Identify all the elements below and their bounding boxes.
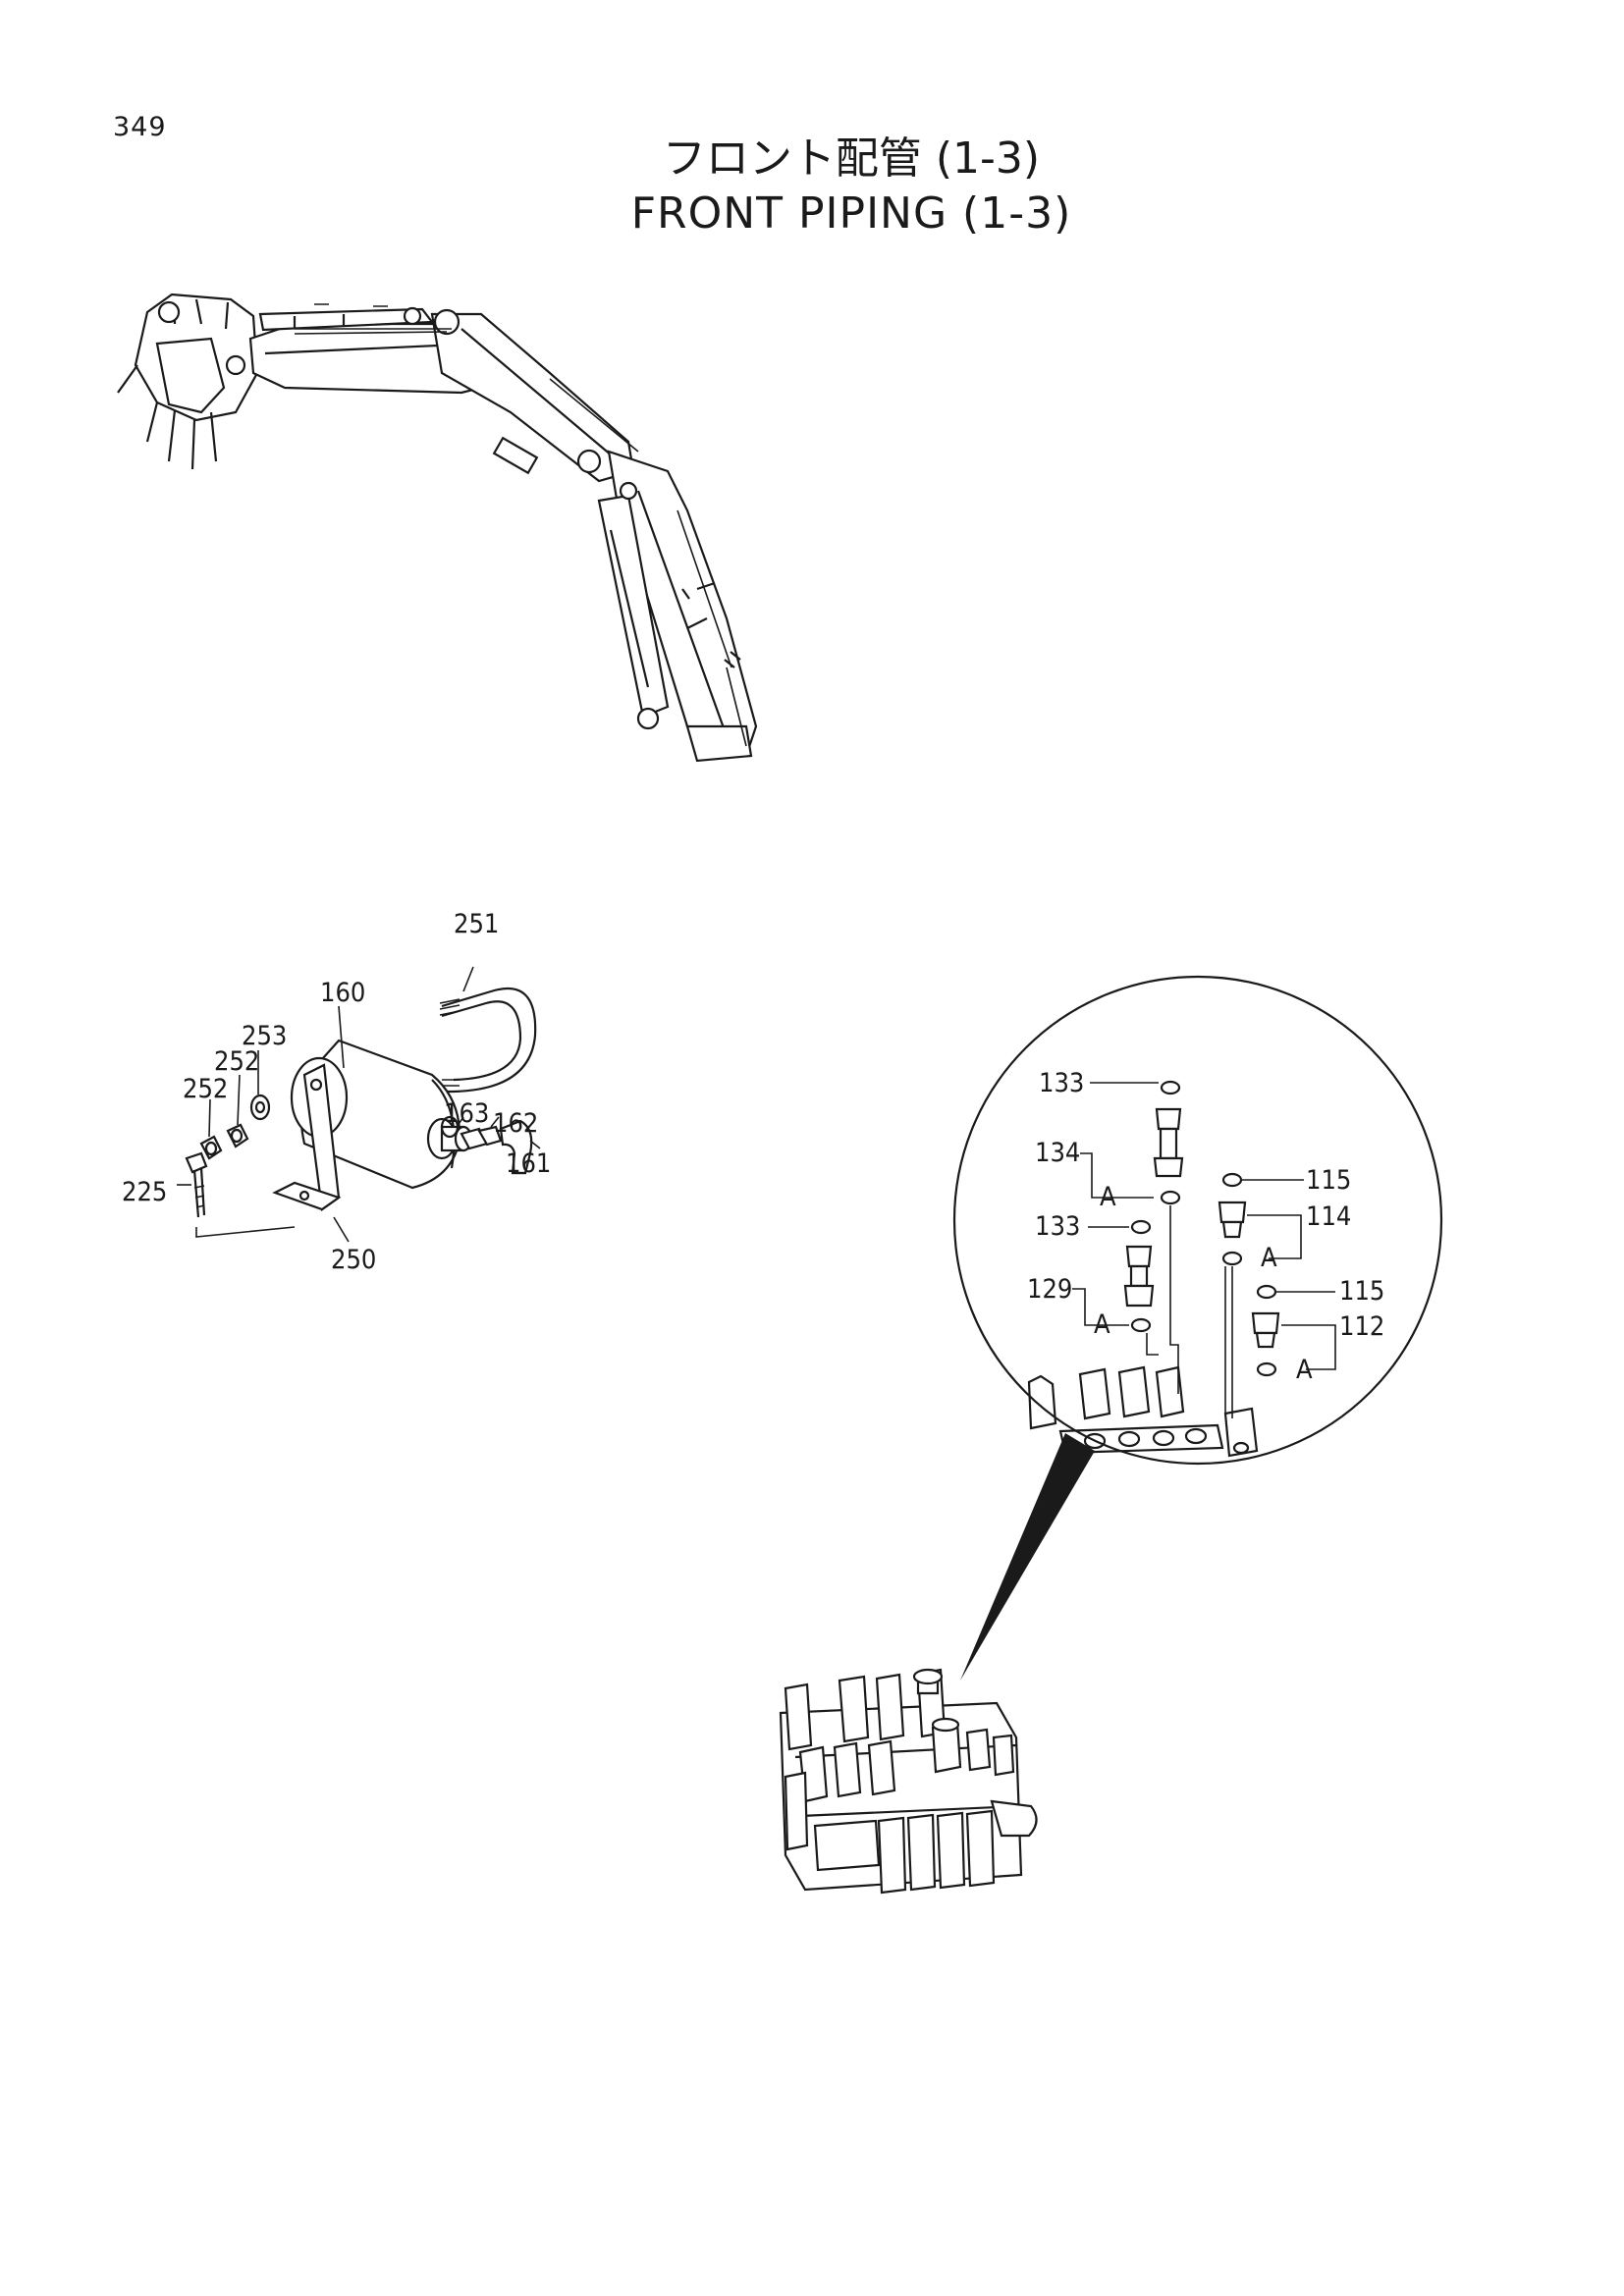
title-block: フロント配管 (1-3) FRONT PIPING (1-3) [0,132,1624,241]
detail-circle [952,975,1443,1466]
callout-114: 114 [1306,1201,1351,1232]
callout-a-112: A [1296,1355,1313,1385]
callout-253: 253 [242,1021,287,1051]
callout-160: 160 [320,978,365,1008]
callout-134: 134 [1035,1138,1080,1168]
callout-252-upper: 252 [214,1046,259,1077]
callout-133-lower: 133 [1035,1211,1080,1242]
accumulator-assembly [185,987,537,1218]
callout-112: 112 [1339,1311,1384,1342]
page-number: 349 [113,112,167,142]
callout-115-upper: 115 [1306,1165,1351,1196]
callout-133-upper: 133 [1039,1068,1084,1098]
page-title-japanese: フロント配管 (1-3) [662,133,1041,184]
page-title-english: FRONT PIPING (1-3) [630,188,1072,239]
control-valve-illustration [779,1668,1038,1895]
callout-129: 129 [1027,1274,1072,1305]
front-attachment-illustration [117,293,758,763]
callout-251: 251 [454,909,499,939]
callout-161: 161 [506,1148,551,1179]
callout-a-129: A [1094,1309,1110,1340]
callout-225: 225 [122,1177,167,1207]
detail-pointer [960,1433,1095,1681]
callout-115-lower: 115 [1339,1276,1384,1307]
callout-a-134: A [1100,1182,1116,1212]
callout-163: 163 [444,1098,489,1129]
accumulator-leaders [177,966,541,1243]
callout-a-114: A [1261,1243,1277,1273]
callout-252-lower: 252 [183,1074,228,1104]
callout-162: 162 [493,1108,538,1139]
callout-250: 250 [331,1245,376,1275]
